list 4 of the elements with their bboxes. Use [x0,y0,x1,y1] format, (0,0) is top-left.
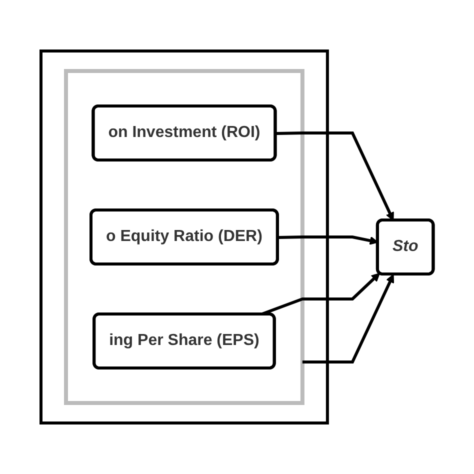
arrow [276,132,394,221]
cluster [39,50,329,424]
arrow [302,274,394,364]
cluster [64,69,304,405]
